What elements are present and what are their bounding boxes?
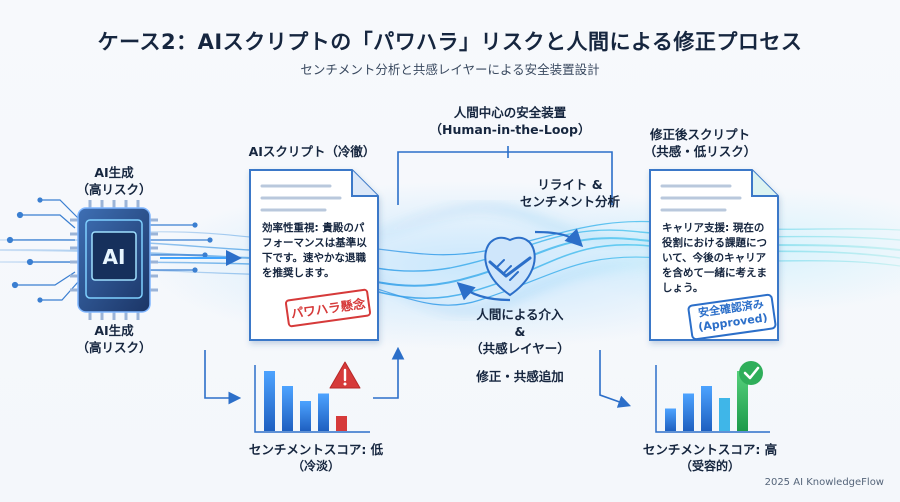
score-right-bar xyxy=(719,398,730,431)
hitl-heading: 人間中心の安全装置 （Human-in-the-Loop） xyxy=(429,105,591,137)
score-left-bar xyxy=(282,386,293,431)
score-right-bar xyxy=(665,408,676,431)
score-left-bar xyxy=(264,371,275,431)
score-right-bar xyxy=(737,371,748,431)
score-right-bar xyxy=(683,393,694,431)
handshake-heart-icon xyxy=(484,236,536,297)
ai-chip-icon xyxy=(70,200,158,320)
ai-generated-label-top: AI生成 （高リスク） xyxy=(76,165,152,197)
check-circle-icon xyxy=(739,361,763,385)
rewrite-label: リライト & センチメント分析 xyxy=(519,177,620,209)
score-left-bar xyxy=(336,416,347,431)
doc-left-body: 効率性重視: 貴殿のパフォーマンスは基準以下です。速やかな退職を推奨します。 xyxy=(262,222,367,279)
arrow-to-score-left xyxy=(204,350,242,405)
arrow-score-left-up xyxy=(373,346,405,399)
warning-icon xyxy=(329,361,361,389)
intervention-label: 人間による介入 & （共感レイヤー） xyxy=(470,307,570,356)
page-title: ケース2：AIスクリプトの「パワハラ」リスクと人間による修正プロセス xyxy=(97,30,803,54)
circuit-lines xyxy=(6,197,213,303)
credit-text: 2025 AI KnowledgeFlow xyxy=(764,477,884,488)
arrow-rewrite xyxy=(534,228,584,248)
score-left-bar xyxy=(300,401,311,431)
page-subtitle: センチメント分析と共感レイヤーによる安全装置設計 xyxy=(300,62,600,77)
doc-right-body: キャリア支援: 現在の役割における課題について、今後のキャリアを含めて一緒に考え… xyxy=(662,222,767,294)
score-left-bar xyxy=(318,393,329,431)
hitl-bracket xyxy=(397,151,613,205)
arrow-intervention xyxy=(456,282,511,302)
doc-right-lines xyxy=(660,184,742,212)
arrow-to-score-right xyxy=(599,350,632,408)
score-right-label: センチメントスコア: 高 （受容的） xyxy=(642,442,778,473)
score-right-bar xyxy=(701,386,712,431)
doc-left-lines xyxy=(260,184,342,212)
score-left-label: センチメントスコア: 低 （冷淡） xyxy=(248,442,384,473)
score-left-chart xyxy=(254,361,370,433)
ai-generated-label-bottom: AI生成 （高リスク） xyxy=(76,323,152,355)
ai-chip-label: AI xyxy=(102,245,126,269)
doc-right-title: 修正後スクリプト （共感・低リスク） xyxy=(643,127,757,159)
approved-stamp-frame xyxy=(687,293,777,341)
score-right-chart xyxy=(655,361,770,433)
risk-stamp-frame xyxy=(284,288,372,328)
doc-left-shape xyxy=(249,169,379,341)
addition-label: 修正・共感追加 xyxy=(476,369,564,384)
doc-left-title: AIスクリプト（冷徹） xyxy=(248,144,376,159)
